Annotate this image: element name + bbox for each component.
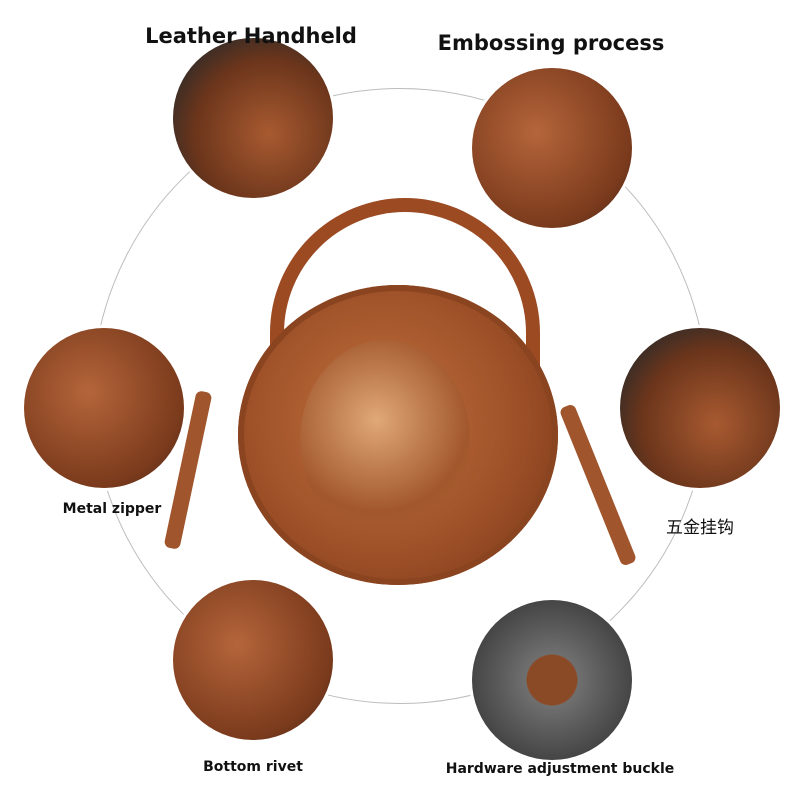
detail-hook-photo (620, 328, 780, 488)
detail-zipper-photo (24, 328, 184, 488)
embossed-rabbit (300, 340, 470, 540)
detail-handle-photo (173, 38, 333, 198)
label-leather-handheld: Leather Handheld (145, 24, 357, 48)
label-metal-zipper: Metal zipper (62, 501, 162, 517)
detail-buckle-photo (472, 600, 632, 760)
label-hardware-hook: 五金挂钩 (666, 518, 734, 538)
label-embossing-process: Embossing process (437, 31, 665, 55)
label-adjustment-buckle: Hardware adjustment buckle (445, 761, 675, 777)
detail-embossing-photo (472, 68, 632, 228)
detail-rivet-photo (173, 580, 333, 740)
label-bottom-rivet: Bottom rivet (203, 759, 303, 775)
